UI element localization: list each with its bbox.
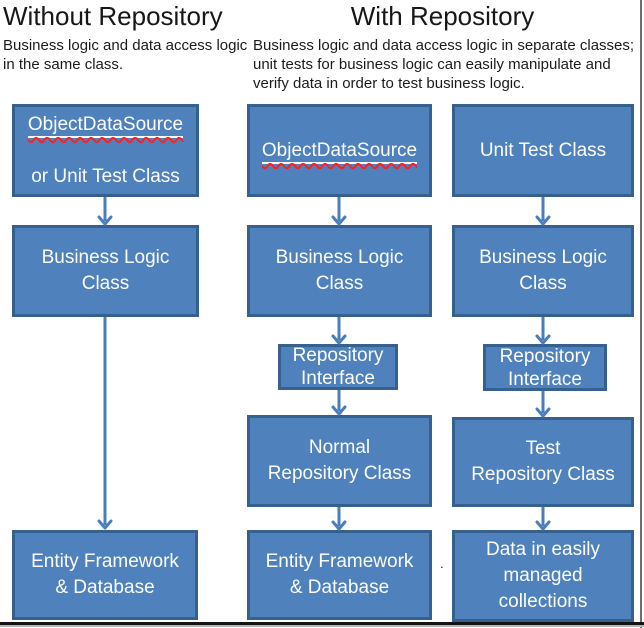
spellcheck-underline: ObjectDataSource (27, 113, 184, 138)
box-repository-interface-2: Repository Interface (483, 344, 607, 391)
box-business-logic-class-2: Business Logic Class (247, 225, 432, 317)
with-repository-description: Business logic and data access logic in … (253, 37, 635, 92)
box-test-repository-class: Test Repository Class (452, 417, 634, 507)
box-business-logic-class-1: Business Logic Class (12, 225, 199, 317)
box-label: Entity Framework & Database (265, 551, 414, 598)
box-repository-interface-1: Repository Interface (278, 344, 398, 390)
with-repository-title: With Repository (350, 1, 535, 31)
box-label: Unit Test Class (479, 139, 607, 161)
box-business-logic-class-3: Business Logic Class (452, 225, 634, 317)
box-label: ObjectDataSource (261, 112, 418, 190)
spellcheck-underline: ObjectDataSource (261, 139, 418, 164)
box-label: Normal Repository Class (267, 437, 412, 484)
box-entity-framework-database-2: Entity Framework & Database (247, 530, 432, 620)
screenshot-right-border (640, 0, 642, 628)
box-objectdatasource-or-unit-test-class: ObjectDataSource or Unit Test Class (12, 104, 199, 197)
arrow-down-icon (97, 317, 113, 530)
box-label: Business Logic Class (479, 247, 607, 294)
arrow-down-icon (331, 317, 347, 345)
arrow-down-icon (535, 197, 551, 226)
box-label: ObjectDataSource or Unit Test Class (27, 113, 184, 187)
box-data-in-easily-managed-collections: Data in easily managed collections (452, 530, 634, 622)
arrow-down-icon (331, 507, 347, 531)
without-repository-description: Business logic and data access logic in … (3, 37, 248, 73)
box-label: Business Logic Class (41, 247, 170, 294)
screenshot-bottom-border (0, 622, 644, 625)
screenshot-bottom-border-shadow (0, 625, 644, 627)
arrow-down-icon (331, 197, 347, 226)
with-repository-title-wrap: With Repository (247, 1, 638, 31)
box-label: Repository Interface (292, 345, 384, 389)
arrow-down-icon (331, 390, 347, 416)
box-objectdatasource: ObjectDataSource (247, 104, 432, 197)
box-label: Repository Interface (499, 345, 591, 390)
without-repository-title: Without Repository (3, 1, 223, 31)
box-label: Business Logic Class (275, 247, 404, 294)
stray-period: . (440, 556, 444, 571)
box-unit-test-class: Unit Test Class (452, 104, 634, 197)
box-label: Entity Framework & Database (31, 551, 179, 598)
box-normal-repository-class: Normal Repository Class (247, 415, 432, 507)
arrow-down-icon (535, 391, 551, 418)
arrow-down-icon (535, 317, 551, 345)
box-entity-framework-database-1: Entity Framework & Database (12, 530, 198, 620)
box-label: Test Repository Class (471, 438, 615, 485)
arrow-down-icon (535, 507, 551, 531)
box-label: Data in easily managed collections (485, 539, 601, 612)
